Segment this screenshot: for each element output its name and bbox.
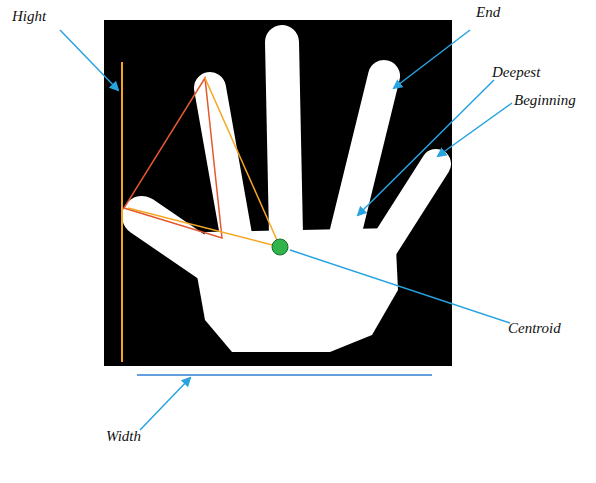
- height-line: [121, 62, 123, 362]
- red-triangle: [124, 78, 222, 238]
- annotation-label: Deepest: [492, 64, 540, 81]
- centroid-dot: [272, 239, 288, 255]
- annotation-label: Beginning: [514, 92, 576, 109]
- annotation-label: End: [476, 4, 500, 21]
- width-line: [137, 374, 432, 376]
- annotation-label: Width: [106, 428, 141, 445]
- orange-lines: [128, 78, 280, 247]
- leader-lines: [60, 30, 512, 430]
- annotation-label: Centroid: [508, 320, 561, 337]
- annotation-label: Hight: [12, 8, 46, 25]
- black-background: [104, 20, 452, 366]
